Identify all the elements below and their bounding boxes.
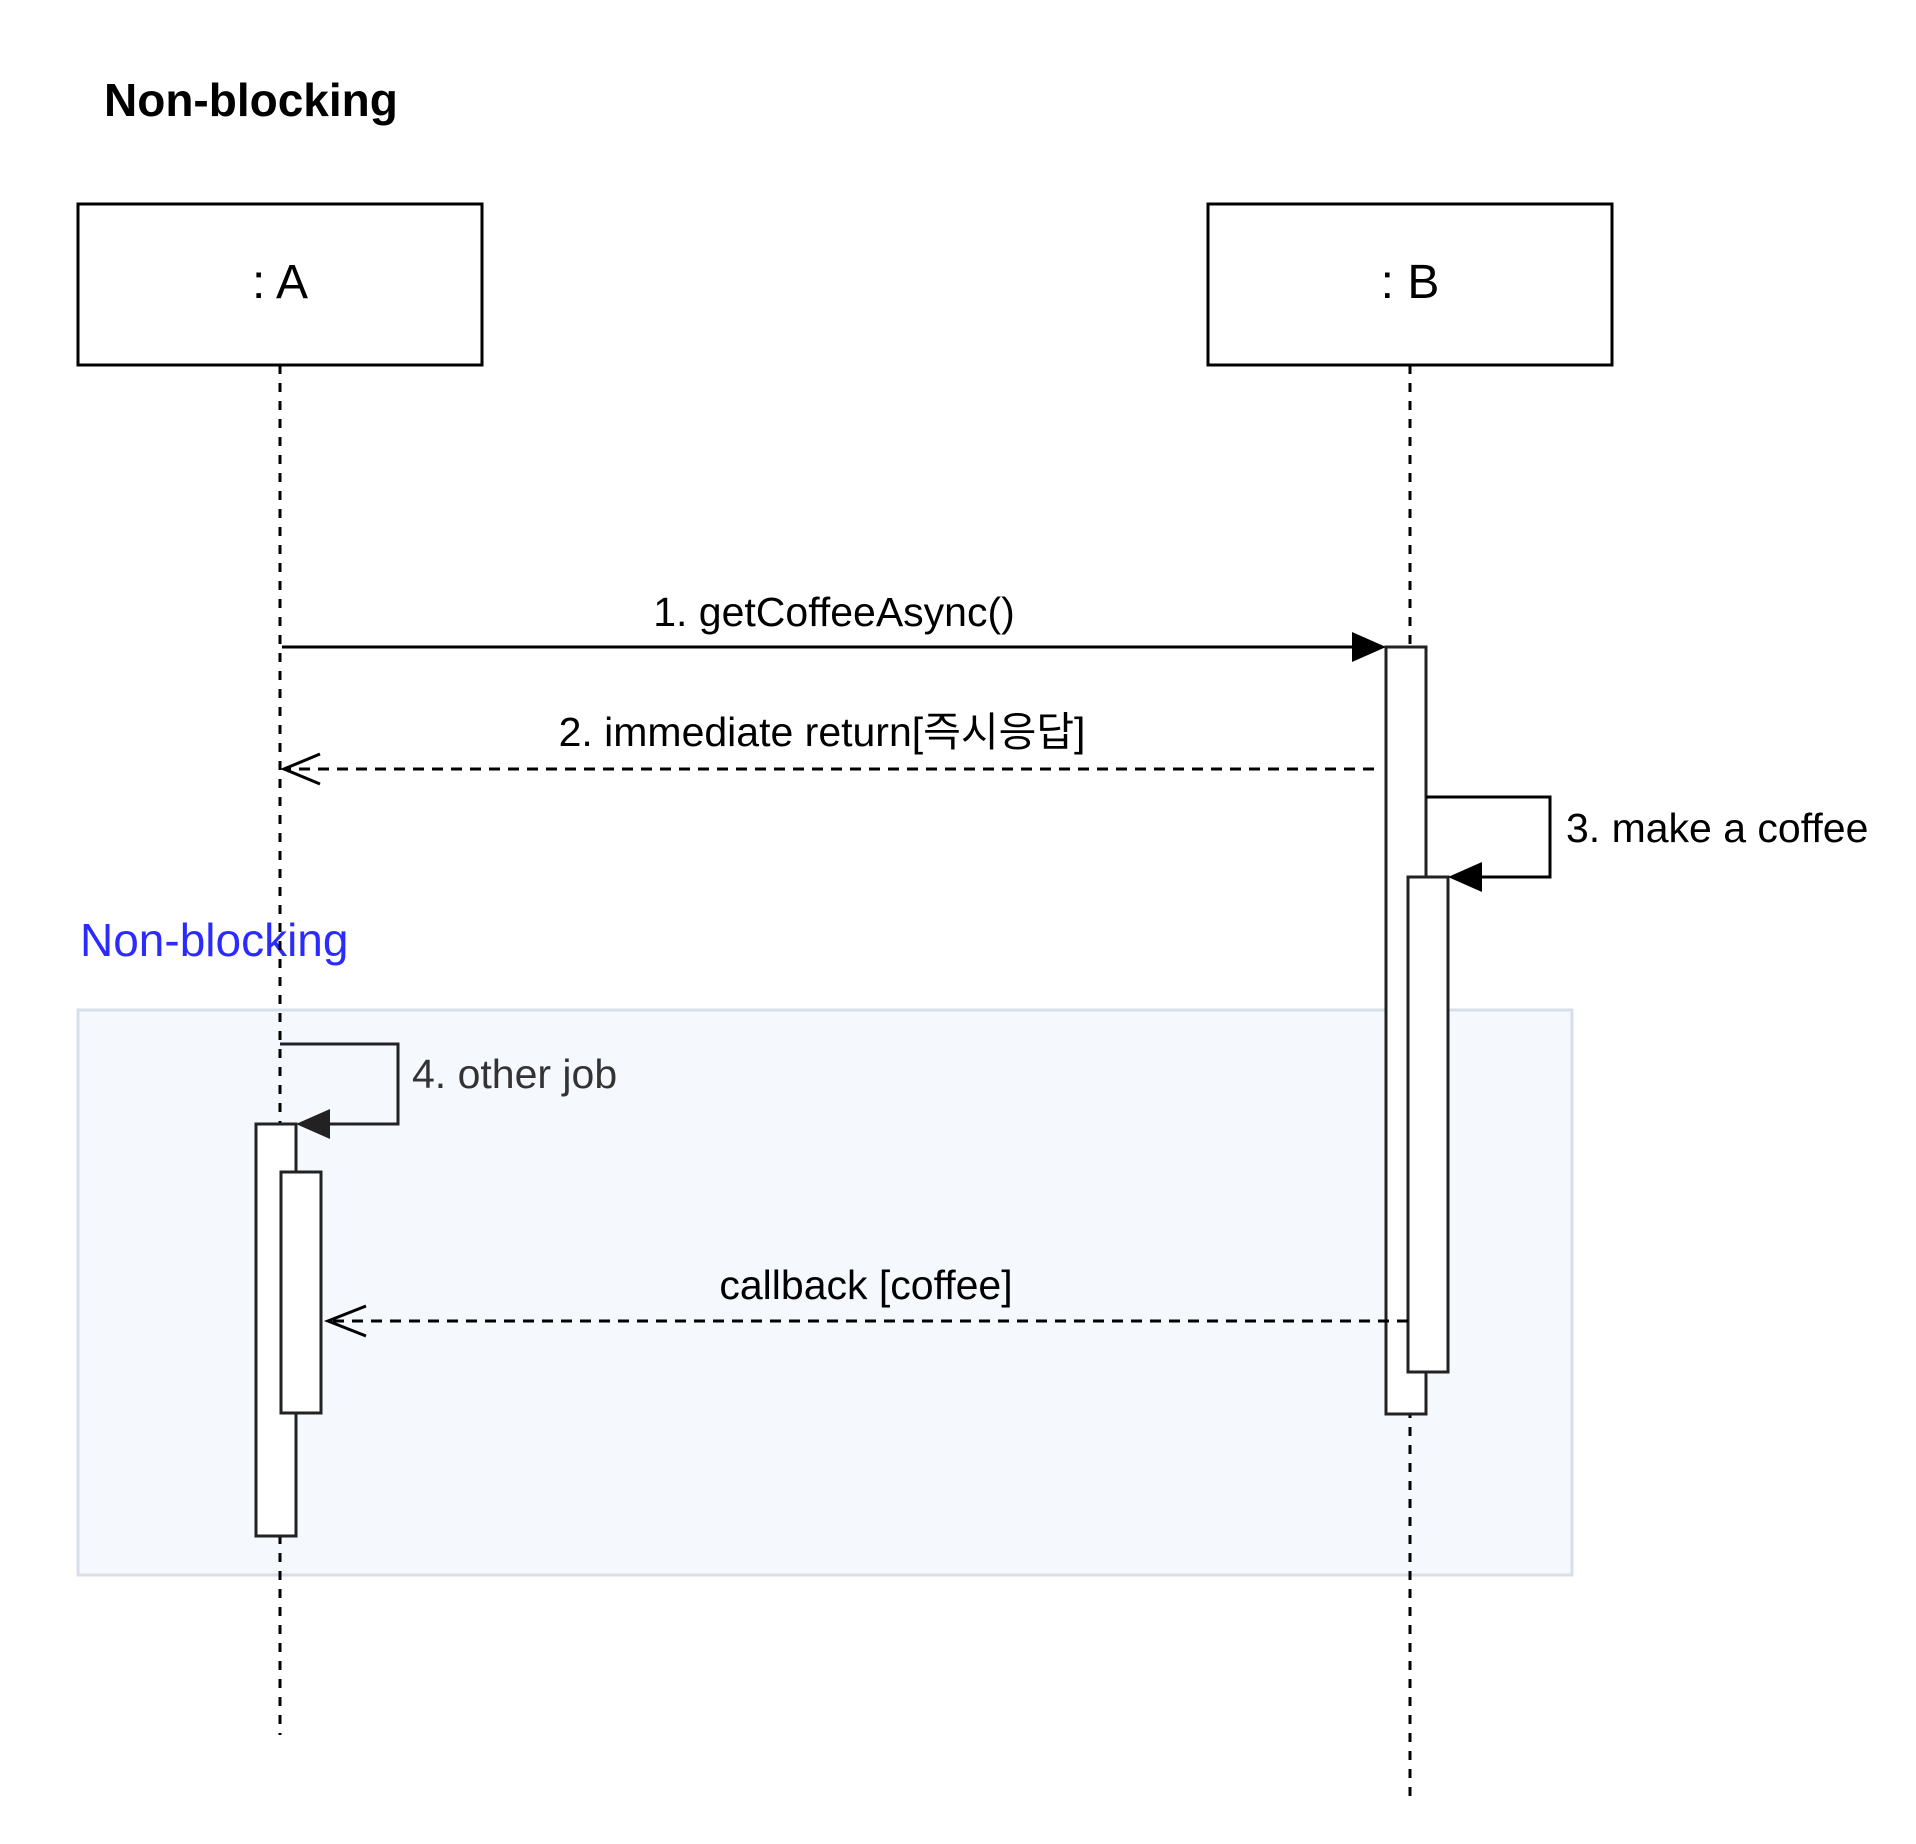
- participant-a-box[interactable]: [76, 202, 484, 367]
- message-1-arrowhead: [1352, 632, 1386, 662]
- activation-a-inner: [279, 1170, 323, 1415]
- non-blocking-region: [76, 1008, 1574, 1577]
- message-2-arrowhead: [280, 752, 321, 786]
- message-1-label: 1. getCoffeeAsync(): [653, 589, 1015, 635]
- message-3-line: [1426, 795, 1552, 879]
- region-label: Non-blocking: [80, 914, 348, 966]
- message-3-arrowhead: [1448, 862, 1482, 892]
- message-4-label: 4. other job: [412, 1051, 617, 1097]
- message-2-label: 2. immediate return[즉시응답]: [559, 709, 1086, 755]
- activation-b-inner: [1406, 875, 1450, 1374]
- message-5-arrowhead: [323, 1304, 367, 1338]
- message-4-arrowhead: [296, 1109, 330, 1139]
- message-3-label: 3. make a coffee: [1566, 805, 1868, 851]
- participant-b-box[interactable]: [1206, 202, 1614, 367]
- message-5-label: callback [coffee]: [719, 1262, 1012, 1308]
- diagram-title: Non-blocking: [104, 74, 398, 126]
- message-4-line: [280, 1042, 400, 1126]
- participant-a-label: : A: [252, 256, 308, 309]
- participant-b-label: : B: [1381, 256, 1440, 309]
